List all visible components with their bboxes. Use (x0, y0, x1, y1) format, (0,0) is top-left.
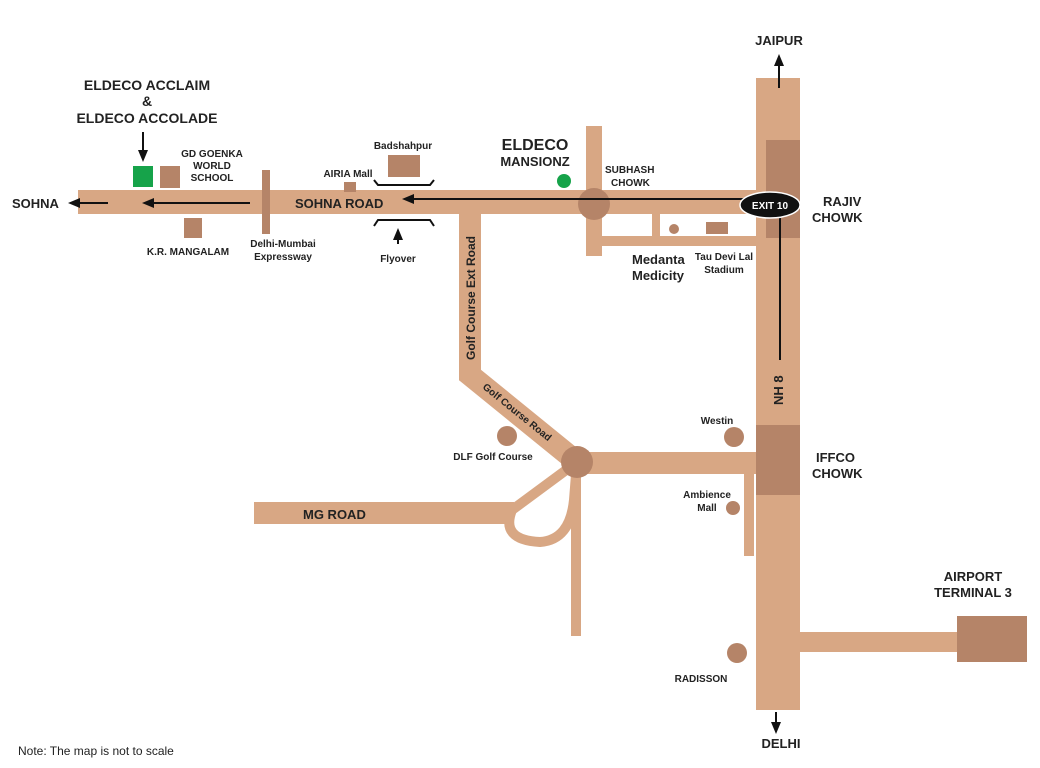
rajiv-chowk-line2: CHOWK (812, 210, 863, 225)
project-pointer-arrowhead-icon (138, 150, 148, 162)
dlf-golf-course-label: DLF Golf Course (453, 452, 533, 463)
subhash-chowk-line1: SUBHASH (605, 165, 654, 176)
delhi-direction-label: DELHI (762, 736, 801, 751)
project-name-line2: & (142, 93, 152, 109)
mansionz-label-line2: MANSIONZ (500, 154, 569, 169)
exit-badge (739, 191, 801, 219)
expressway-bar (262, 170, 270, 234)
subhash-chowk-line2: CHOWK (611, 178, 651, 189)
kr-mangalam-block (184, 218, 202, 238)
subhash-chowk-roundabout (578, 188, 610, 220)
golf-course-ext-road-label: Golf Course Ext Road (464, 236, 478, 360)
mg-road-label: MG ROAD (303, 507, 366, 522)
mg-road (254, 502, 514, 524)
south-road (571, 470, 581, 636)
rajiv-chowk-line1: RAJIV (823, 194, 862, 209)
flyover-label: Flyover (380, 254, 416, 265)
dlf-golf-course-marker (497, 426, 517, 446)
eldeco-acclaim-marker (133, 166, 153, 187)
flyover-bracket-bottom-icon (373, 219, 435, 227)
airport-line1: AIRPORT (944, 569, 1003, 584)
westin-marker (724, 427, 744, 447)
labels: ELDECO ACCLAIM & ELDECO ACCOLADE ELDECO … (12, 33, 1012, 751)
route-arrowhead-icon (402, 194, 414, 204)
sohna-direction-arrowhead-icon (68, 198, 80, 208)
delhi-arrowhead-icon (771, 722, 781, 734)
airport-terminal-block (957, 616, 1027, 662)
medanta-service-road (600, 236, 760, 246)
airport-road (790, 632, 960, 652)
sohna-direction-label: SOHNA (12, 196, 60, 211)
project-name-line3: ELDECO ACCOLADE (76, 110, 217, 126)
exit-badge-label: EXIT 10 (752, 201, 789, 212)
ambience-service-road (744, 470, 754, 556)
scale-note: Note: The map is not to scale (18, 744, 174, 758)
gd-goenka-block (160, 166, 180, 188)
iffco-chowk-line2: CHOWK (812, 466, 863, 481)
medanta-line2: Medicity (632, 268, 685, 283)
ambience-mall-line1: Ambience (683, 490, 731, 501)
badshahpur-block (388, 155, 420, 177)
tau-devi-lal-line1: Tau Devi Lal (695, 252, 753, 263)
gd-goenka-line2: WORLD (193, 161, 231, 172)
sohna-road-arrowhead-icon (142, 198, 154, 208)
tau-devi-lal-block (706, 222, 728, 234)
rajiv-chowk-block (766, 140, 800, 238)
expressway-label-line1: Delhi-Mumbai (250, 239, 316, 250)
gd-goenka-line1: GD GOENKA (181, 149, 243, 160)
golf-course-roundabout (561, 446, 593, 478)
project-name-line1: ELDECO ACCLAIM (84, 77, 210, 93)
airia-mall-label: AIRIA Mall (323, 169, 372, 180)
medanta-dot (669, 224, 679, 234)
flyover-bracket-top-icon (373, 179, 435, 186)
gd-goenka-line3: SCHOOL (191, 173, 234, 184)
iffco-chowk-line1: IFFCO (816, 450, 855, 465)
iffco-chowk-block (756, 425, 800, 495)
sohna-road-label: SOHNA ROAD (295, 196, 383, 211)
flyover-arrowhead-icon (393, 228, 403, 240)
radisson-label: RADISSON (675, 674, 728, 685)
nh8-label: NH 8 (771, 375, 786, 405)
mansionz-label-line1: ELDECO (502, 137, 569, 154)
golf-course-ext-road (459, 210, 584, 471)
tau-devi-lal-line2: Stadium (704, 265, 744, 276)
kr-mangalam-label: K.R. MANGALAM (147, 247, 229, 258)
eldeco-mansionz-marker (557, 174, 571, 188)
jaipur-arrowhead-icon (774, 54, 784, 66)
expressway-label-line2: Expressway (254, 252, 312, 263)
radisson-marker (727, 643, 747, 663)
landmark-blocks (160, 140, 1027, 663)
medanta-line1: Medanta (632, 252, 686, 267)
route-path (68, 54, 784, 734)
ambience-mall-line2: Mall (697, 503, 717, 514)
medanta-link-road (652, 210, 660, 242)
airia-mall-block (344, 182, 356, 192)
badshahpur-label: Badshahpur (374, 141, 432, 152)
iffco-link-road (577, 452, 767, 474)
airport-line2: TERMINAL 3 (934, 585, 1012, 600)
ambience-mall-marker (726, 501, 740, 515)
westin-label: Westin (701, 416, 734, 427)
jaipur-direction-label: JAIPUR (755, 33, 803, 48)
